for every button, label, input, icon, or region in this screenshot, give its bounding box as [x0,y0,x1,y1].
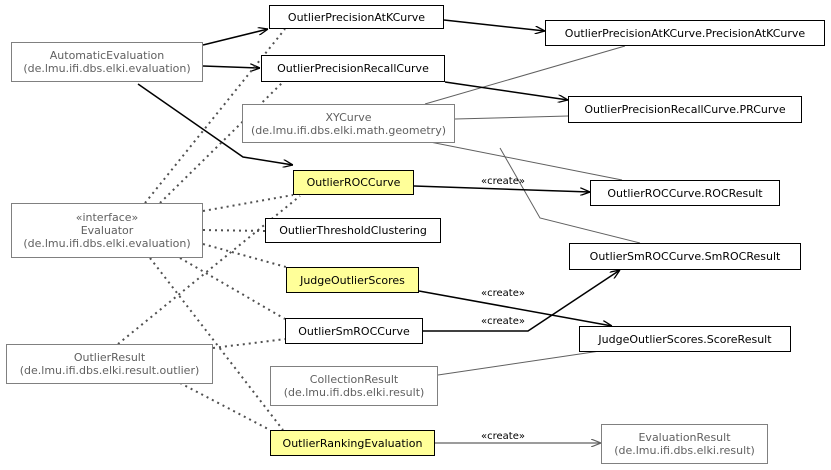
node-outlier-sm-roc-curve-name: OutlierSmROCCurve [298,324,410,338]
node-score-result-name: JudgeOutlierScores.ScoreResult [598,332,772,346]
node-xy-curve[interactable]: XYCurve (de.lmu.ifi.dbs.elki.math.geomet… [242,104,455,143]
label-create-judge: «create» [481,288,525,299]
node-outlier-precision-recall-curve-name: OutlierPrecisionRecallCurve [277,62,429,75]
label-create-roc: «create» [481,176,525,187]
node-evaluation-result-package: (de.lmu.ifi.dbs.elki.result) [614,444,755,457]
node-sm-roc-result-name: OutlierSmROCCurve.SmROCResult [589,250,781,263]
node-outlier-result[interactable]: OutlierResult (de.lmu.ifi.dbs.elki.resul… [6,344,213,384]
node-evaluator-name: Evaluator [80,224,134,237]
node-collection-result-name: CollectionResult [309,373,399,386]
edge-xycurve-precisionatk [424,45,626,105]
node-outlier-precision-at-k-curve-name: OutlierPrecisionAtKCurve [287,10,426,24]
edge-smroc-smrocresult [423,270,620,332]
node-outlier-precision-recall-curve[interactable]: OutlierPrecisionRecallCurve [261,55,445,82]
node-outlier-result-name: OutlierResult [73,351,146,364]
dotted-evaluator-roccurve [202,194,294,212]
dotted-evaluator-ranking [149,257,284,431]
edge-xycurve-rocresult [419,139,623,181]
node-pr-curve[interactable]: OutlierPrecisionRecallCurve.PRCurve [568,96,802,123]
edge-xycurve-smrocresult [499,147,641,244]
node-xy-curve-name: XYCurve [325,110,372,124]
node-roc-result-name: OutlierROCCurve.ROCResult [607,186,763,200]
node-outlier-roc-curve-name: OutlierROCCurve [306,176,401,189]
node-score-result[interactable]: JudgeOutlierScores.ScoreResult [579,326,791,352]
label-create-smroc: «create» [481,316,525,327]
node-evaluator-package: (de.lmu.ifi.dbs.elki.evaluation) [23,237,191,250]
edge-auto-precisionatk [202,29,268,46]
dotted-evaluator-judge [202,243,287,268]
node-outlier-result-package: (de.lmu.ifi.dbs.elki.result.outlier) [19,364,200,377]
node-outlier-ranking-evaluation-name: OutlierRankingEvaluation [282,436,423,450]
node-outlier-roc-curve[interactable]: OutlierROCCurve [293,170,414,195]
node-evaluation-result-name: EvaluationResult [638,431,731,444]
node-xy-curve-package: (de.lmu.ifi.dbs.elki.math.geometry) [250,123,447,137]
edge-collection-scoreresult [437,350,601,376]
edge-precisionrecall-inner [444,81,568,100]
node-evaluator[interactable]: «interface» Evaluator (de.lmu.ifi.dbs.el… [11,203,203,258]
node-evaluation-result[interactable]: EvaluationResult (de.lmu.ifi.dbs.elki.re… [601,424,768,464]
dotted-outlierresult-smroc [212,338,287,349]
edge-auto-roccurve [137,83,293,165]
dotted-outlierresult-ranking [179,382,271,431]
edge-precisionatk-inner [443,19,545,31]
edge-xycurve-prcurve [454,115,569,120]
label-create-ranking: «create» [481,431,525,442]
node-judge-outlier-scores[interactable]: JudgeOutlierScores [286,267,419,293]
node-roc-result[interactable]: OutlierROCCurve.ROCResult [590,180,780,206]
node-outlier-threshold-clustering[interactable]: OutlierThresholdClustering [265,218,441,243]
node-precision-at-k-curve[interactable]: OutlierPrecisionAtKCurve.PrecisionAtKCur… [545,20,825,46]
node-collection-result-package: (de.lmu.ifi.dbs.elki.result) [283,386,425,399]
node-outlier-ranking-evaluation[interactable]: OutlierRankingEvaluation [270,430,435,456]
edge-judge-scoreresult [418,290,612,326]
node-outlier-threshold-clustering-name: OutlierThresholdClustering [279,224,427,237]
node-automatic-evaluation-package: (de.lmu.ifi.dbs.elki.evaluation) [23,62,191,75]
node-precision-at-k-curve-name: OutlierPrecisionAtKCurve.PrecisionAtKCur… [564,26,806,40]
dotted-evaluator-smroc [179,257,286,320]
node-collection-result[interactable]: CollectionResult (de.lmu.ifi.dbs.elki.re… [270,366,438,406]
edge-roccurve-rocresult [413,185,590,192]
edge-auto-precisionrecall [202,66,260,68]
node-outlier-precision-at-k-curve[interactable]: OutlierPrecisionAtKCurve [269,5,444,29]
node-judge-outlier-scores-name: JudgeOutlierScores [300,273,405,287]
node-outlier-sm-roc-curve[interactable]: OutlierSmROCCurve [285,318,423,344]
dotted-evaluator-threshold [202,229,266,232]
node-automatic-evaluation-name: AutomaticEvaluation [49,49,165,62]
node-pr-curve-name: OutlierPrecisionRecallCurve.PRCurve [584,103,786,116]
node-sm-roc-result[interactable]: OutlierSmROCCurve.SmROCResult [569,243,801,270]
node-evaluator-stereotype: «interface» [75,211,139,224]
node-automatic-evaluation[interactable]: AutomaticEvaluation (de.lmu.ifi.dbs.elki… [11,42,203,82]
